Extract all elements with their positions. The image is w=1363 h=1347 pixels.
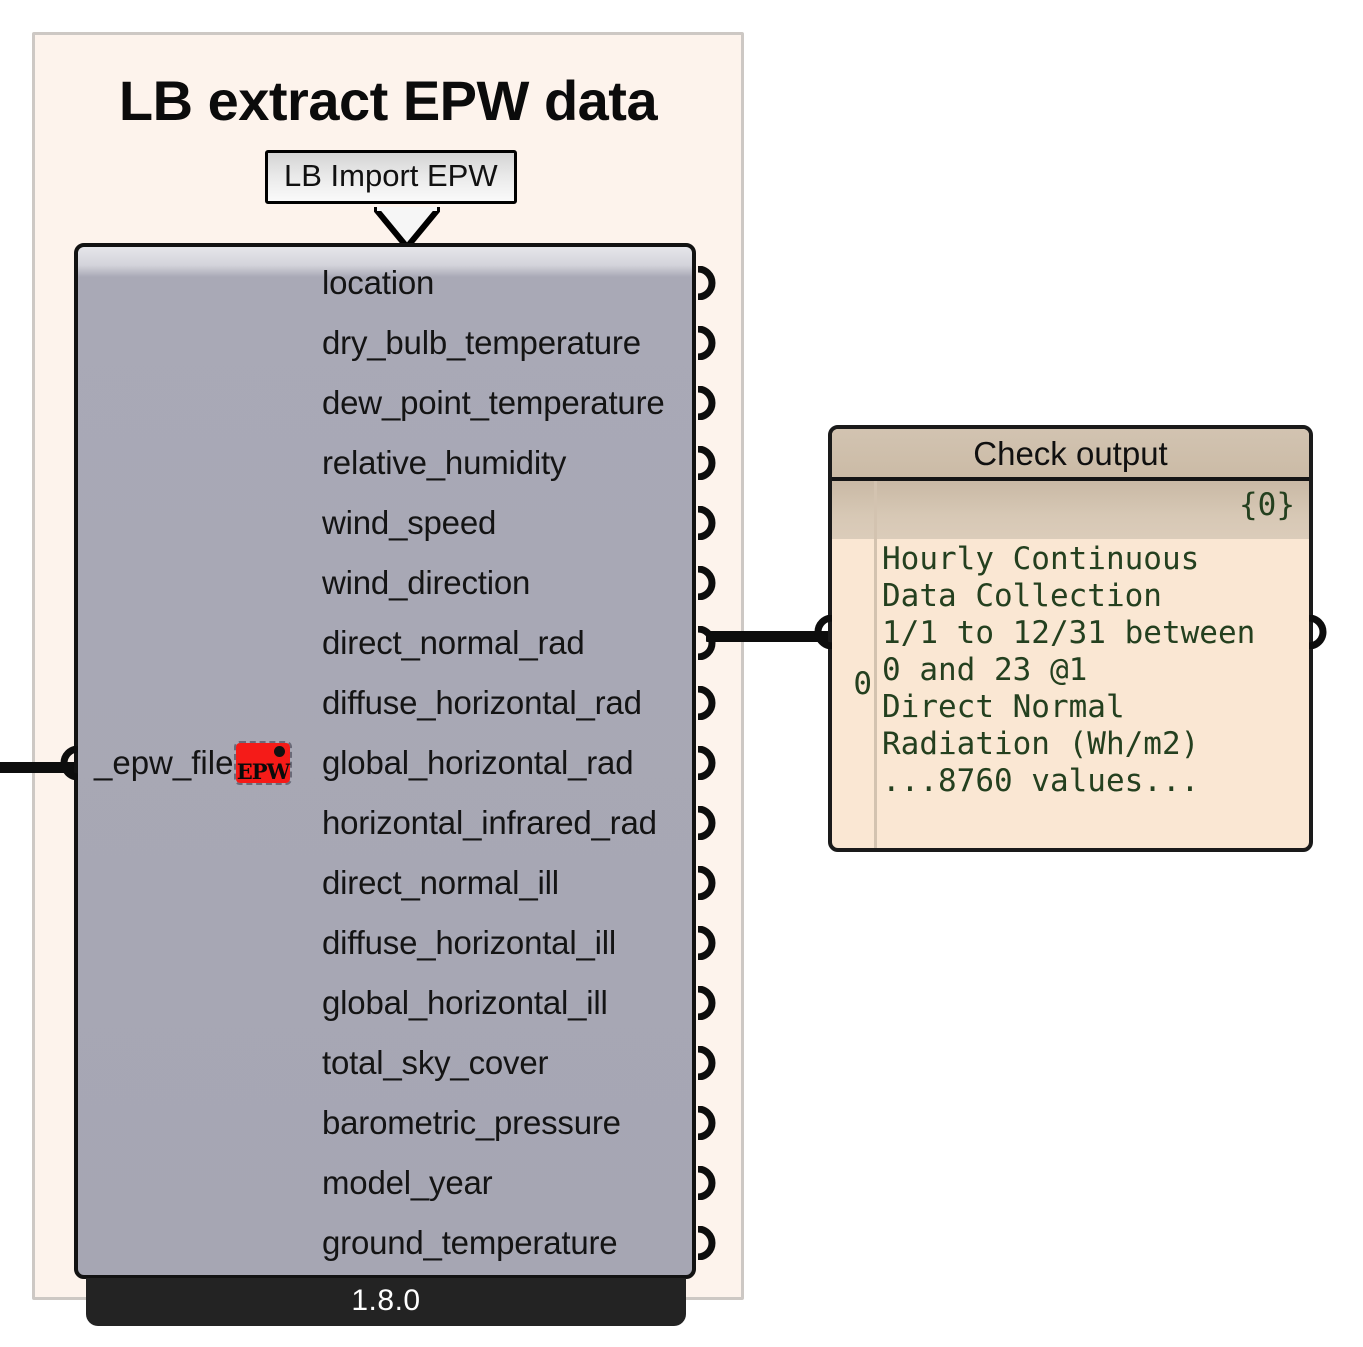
output-row[interactable]: ground_temperature [78,1213,692,1273]
output-label-dew-point-temperature: dew_point_temperature [322,384,665,421]
output-label-dry-bulb-temperature: dry_bulb_temperature [322,324,641,361]
output-row[interactable]: diffuse_horizontal_ill [78,913,692,973]
output-label-horizontal-infrared-rad: horizontal_infrared_rad [322,804,657,841]
output-label-direct-normal-ill: direct_normal_ill [322,864,559,901]
epw-file-icon[interactable]: EPW [234,741,292,785]
panel-input-port[interactable] [814,615,844,649]
panel-title: Check output [832,429,1309,481]
output-label-total-sky-cover: total_sky_cover [322,1044,549,1081]
component-name-tooltip: LB Import EPW [265,150,517,249]
output-row[interactable]: wind_speed [78,493,692,553]
output-row[interactable]: direct_normal_rad [78,613,692,673]
output-row[interactable]: direct_normal_ill [78,853,692,913]
output-row[interactable]: relative_humidity [78,433,692,493]
output-label-location: location [322,264,435,301]
output-row[interactable]: barometric_pressure [78,1093,692,1153]
panel-gutter-divider [874,481,877,848]
output-label-model-year: model_year [322,1164,493,1201]
tooltip-box: LB Import EPW [265,150,517,249]
panel-item-index: 0 [853,666,872,702]
output-label-relative-humidity: relative_humidity [322,444,567,481]
output-label-global-horizontal-rad: global_horizontal_rad [322,744,634,781]
input-label-epw-file: _epw_file [94,744,234,781]
component-body: location dry_bulb_temperature dew_point_te… [78,247,692,1275]
epw-icon-dot [274,746,285,757]
output-label-ground-temperature: ground_temperature [322,1224,618,1261]
output-row[interactable]: model_year [78,1153,692,1213]
component-version-bar: 1.8.0 [86,1278,686,1326]
output-row[interactable]: diffuse_horizontal_rad [78,673,692,733]
output-row[interactable]: dry_bulb_temperature [78,313,692,373]
output-row[interactable]: global_horizontal_ill [78,973,692,1033]
panel-text-content: Hourly Continuous Data Collection 1/1 to… [882,541,1256,799]
panel-output-port[interactable] [1303,615,1333,649]
output-label-wind-direction: wind_direction [322,564,531,601]
output-row[interactable]: wind_direction [78,553,692,613]
panel-check-output[interactable]: Check output {0} 0 Hourly Continuous Dat… [828,425,1313,852]
epw-icon-label: EPW [236,759,290,784]
output-label-barometric-pressure: barometric_pressure [322,1104,621,1141]
component-lb-import-epw[interactable]: location dry_bulb_temperature dew_point_te… [74,243,696,1279]
output-label-global-horizontal-ill: global_horizontal_ill [322,984,608,1021]
output-row[interactable]: horizontal_infrared_rad [78,793,692,853]
output-label-diffuse-horizontal-ill: diffuse_horizontal_ill [322,924,617,961]
group-title: LB extract EPW data [118,69,658,132]
output-row[interactable]: location [78,253,692,313]
input-wire-epw-file [0,762,86,773]
wire-direct-normal-rad-to-panel [706,631,830,642]
output-label-diffuse-horizontal-rad: diffuse_horizontal_rad [322,684,642,721]
output-row[interactable]: dew_point_temperature [78,373,692,433]
tooltip-label: LB Import EPW [284,158,498,193]
output-label-direct-normal-rad: direct_normal_rad [322,624,585,661]
output-row[interactable]: total_sky_cover [78,1033,692,1093]
panel-branch-count: {0} [1239,487,1295,523]
output-label-wind-speed: wind_speed [322,504,497,541]
panel-branch-row: {0} [832,481,1309,539]
output-row[interactable]: global_horizontal_rad [78,733,692,793]
